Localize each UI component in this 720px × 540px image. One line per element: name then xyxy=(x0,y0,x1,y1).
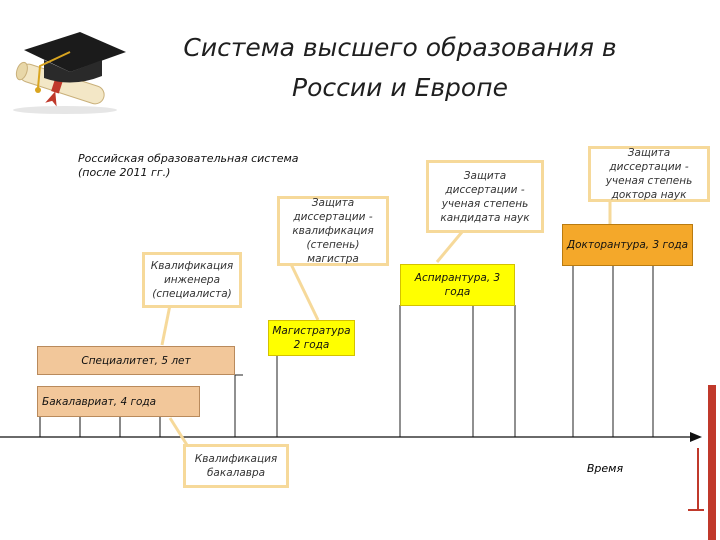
graduation-cap-icon xyxy=(13,32,126,114)
diagram-subtitle: Российская образовательная система (посл… xyxy=(78,152,299,179)
callout-bachelor-qualification: Квалификация бакалавра xyxy=(183,444,289,488)
time-axis-label: Время xyxy=(586,462,624,475)
title-line-1: Система высшего образования в xyxy=(183,33,617,62)
callout-engineer-qualification: Квалификация инженера (специалиста) xyxy=(142,252,242,308)
callout-candidate-defense: Защита диссертации - ученая степень канд… xyxy=(426,160,544,233)
stage-aspirantura: Аспирантура, 3 года xyxy=(400,264,515,306)
stage-bachelor: Бакалавриат, 4 года xyxy=(37,386,200,417)
stage-doctorate: Докторантура, 3 года xyxy=(562,224,693,266)
stage-magistratura: Магистратура 2 года xyxy=(268,320,355,356)
page-title: Система высшего образования в России и Е… xyxy=(150,28,650,108)
title-line-2: России и Европе xyxy=(292,73,508,102)
stage-specialist: Специалитет, 5 лет xyxy=(37,346,235,375)
callout-master-defense: Защита диссертации - квалификация (степе… xyxy=(277,196,389,266)
callout-doctor-defense: Защита диссертации - ученая степень докт… xyxy=(588,146,710,202)
